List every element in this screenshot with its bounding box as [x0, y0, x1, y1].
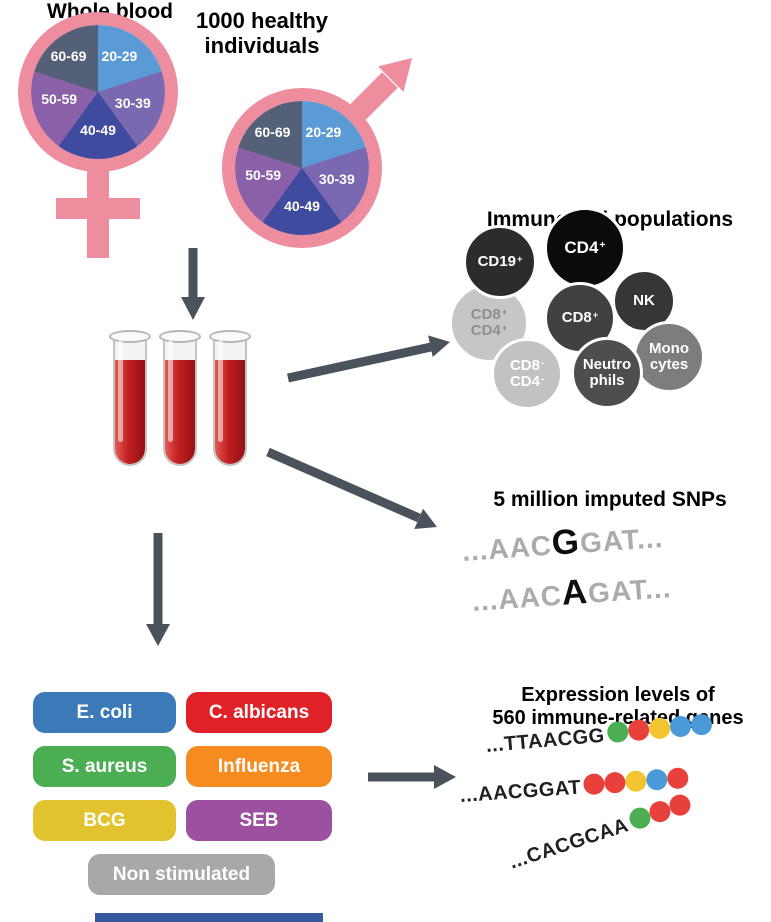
stimulus-bcg: BCG [33, 800, 176, 841]
cell-monocytes: Mono cytes [633, 321, 705, 393]
cohort-title: 1000 healthy individuals [182, 8, 342, 59]
age-label-30-39: 30-39 [318, 170, 355, 187]
cell-label: Neutro [582, 355, 632, 373]
arrow-stimuli-to-expression [368, 765, 456, 789]
tube-rim [209, 330, 251, 343]
expression-bead-red [666, 767, 690, 790]
cropped-bottom-bar [95, 913, 323, 922]
tube-shine [218, 340, 223, 442]
cell-neutrophils: Neutro phils [571, 337, 643, 409]
arrow-blood-to-snps [266, 447, 437, 529]
male-circle: 20-29 30-39 40-49 50-59 60-69 [222, 88, 382, 248]
age-label-60-69: 60-69 [50, 47, 87, 64]
male-symbol: 20-29 30-39 40-49 50-59 60-69 [222, 58, 432, 263]
cell-label: CD8+ [470, 305, 508, 323]
tube-shine [168, 340, 173, 442]
expression-bead-chain [626, 791, 695, 836]
cell-cd8neg-cd4neg: CD8- CD4- [491, 338, 563, 410]
tube-rim [159, 330, 201, 343]
age-label-30-39: 30-39 [114, 94, 151, 111]
cell-cd4: CD4+ [544, 207, 626, 289]
stimulus-label: C. albicans [208, 701, 310, 723]
snp-variant-letter: G [550, 521, 582, 563]
expression-bead-red [604, 771, 627, 794]
expression-bead-red [627, 718, 651, 742]
age-label-50-59: 50-59 [245, 166, 282, 183]
cohort-title-line1: 1000 healthy [195, 8, 329, 33]
age-label-20-29: 20-29 [305, 123, 342, 140]
tube-rim [109, 330, 151, 343]
female-symbol: 20-29 30-39 40-49 50-59 60-69 [18, 12, 218, 262]
female-age-pie-chart: 20-29 30-39 40-49 50-59 60-69 [31, 25, 165, 159]
cell-label: phils [589, 372, 625, 389]
expression-bead-green [606, 720, 630, 744]
stimulus-influenza: Influenza [186, 746, 332, 787]
expression-bead-red [666, 791, 694, 819]
snp-seq-prefix: ...AAC [471, 579, 563, 617]
cell-cd19: CD19+ [463, 225, 537, 299]
age-label-40-49: 40-49 [284, 197, 320, 214]
expression-bead-yellow [648, 716, 672, 740]
female-symbol-crossbar [56, 198, 140, 219]
cell-label: cytes [649, 356, 689, 373]
expression-row: ...CACGCAA [506, 791, 695, 875]
stimulus-label: E. coli [76, 701, 133, 723]
cell-label: NK [633, 291, 655, 309]
expression-bead-blue [669, 715, 692, 738]
expression-sequence: ...CACGCAA [506, 813, 632, 873]
expression-bead-yellow [624, 769, 648, 793]
snp-sequence-allele2: ...AACAGAT... [471, 566, 673, 620]
snp-seq-suffix: GAT... [587, 572, 673, 609]
cell-label: Mono [649, 339, 689, 357]
stimulus-ecoli: E. coli [33, 692, 176, 733]
stimulus-label: S. aureus [61, 755, 148, 777]
cell-label: CD8+ [561, 308, 599, 326]
cell-label: CD8- [509, 356, 545, 374]
stimulus-saureus: S. aureus [33, 746, 176, 787]
expression-bead-red [583, 772, 606, 796]
cell-label: CD4+ [564, 237, 606, 257]
arrow-blood-to-cells [287, 335, 450, 383]
blood-tube [109, 330, 151, 468]
expression-bead-blue [645, 768, 669, 791]
stimulus-label: Non stimulated [112, 863, 251, 885]
blood-tube [159, 330, 201, 468]
expression-bead-blue [690, 713, 713, 737]
blood-tube [209, 330, 251, 468]
stimulus-label: BCG [83, 809, 126, 831]
stimulus-seb: SEB [186, 800, 332, 841]
cell-label: CD4+ [470, 322, 508, 339]
snp-variant-letter: A [560, 571, 590, 613]
male-age-pie-chart: 20-29 30-39 40-49 50-59 60-69 [235, 101, 369, 235]
blood-tubes [109, 330, 260, 472]
age-label-60-69: 60-69 [254, 123, 291, 140]
snp-seq-prefix: ...AAC [461, 529, 553, 567]
snp-seq-suffix: GAT... [578, 521, 665, 559]
cell-label: CD19+ [477, 252, 523, 270]
stimulus-label: SEB [239, 809, 279, 831]
stimulus-label: Influenza [217, 755, 301, 777]
cohort-title-line2: individuals [204, 33, 320, 59]
age-label-20-29: 20-29 [101, 47, 138, 64]
expression-title-line1: Expression levels of [521, 684, 715, 706]
female-circle: 20-29 30-39 40-49 50-59 60-69 [18, 12, 178, 172]
expression-sequence: ...AACGGAT [459, 776, 582, 807]
cell-label: CD4- [509, 373, 545, 390]
snps-title: 5 million imputed SNPs [493, 488, 727, 511]
stimulus-calbicans: C. albicans [186, 692, 332, 733]
snp-sequence-allele1: ...AACGGAT... [461, 516, 665, 570]
age-label-40-49: 40-49 [80, 121, 116, 138]
age-label-50-59: 50-59 [41, 90, 78, 107]
tube-shine [118, 340, 123, 442]
arrow-blood-to-stimuli [146, 533, 170, 646]
stimulus-non-stimulated: Non stimulated [88, 854, 275, 895]
